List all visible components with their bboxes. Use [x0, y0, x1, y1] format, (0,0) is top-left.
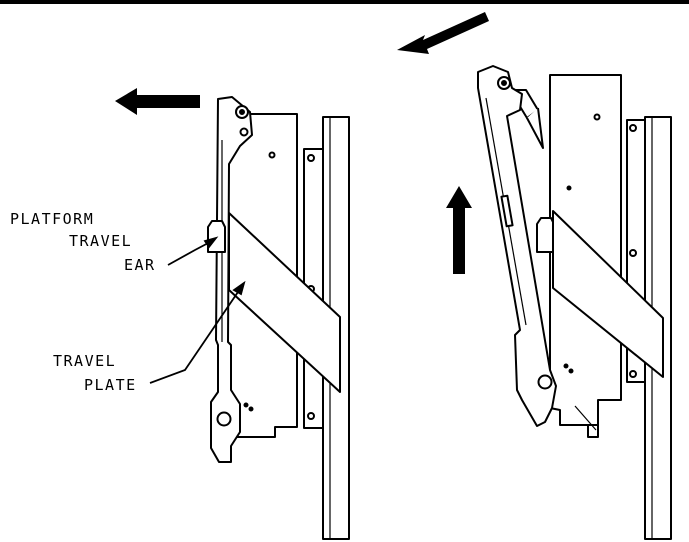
label-ear: EAR	[124, 256, 156, 274]
left-platform-ear	[207, 220, 226, 253]
top-border	[0, 0, 689, 4]
label-platform: PLATFORM	[10, 210, 94, 228]
left-leaders	[149, 236, 246, 384]
right-platform-ear	[536, 217, 555, 253]
left-assembly	[207, 96, 350, 540]
right-travel-plate	[552, 210, 664, 378]
label-travel-1: TRAVEL	[69, 232, 132, 250]
left-arrow	[115, 88, 200, 115]
label-travel-2: TRAVEL	[53, 352, 116, 370]
right-assembly	[477, 65, 672, 540]
diagonal-arrow	[397, 12, 489, 54]
up-arrow	[446, 186, 472, 274]
left-travel-plate	[228, 212, 341, 393]
right-lever-arm	[477, 65, 557, 427]
left-lever-arm	[210, 96, 253, 463]
label-plate: PLATE	[84, 376, 137, 394]
